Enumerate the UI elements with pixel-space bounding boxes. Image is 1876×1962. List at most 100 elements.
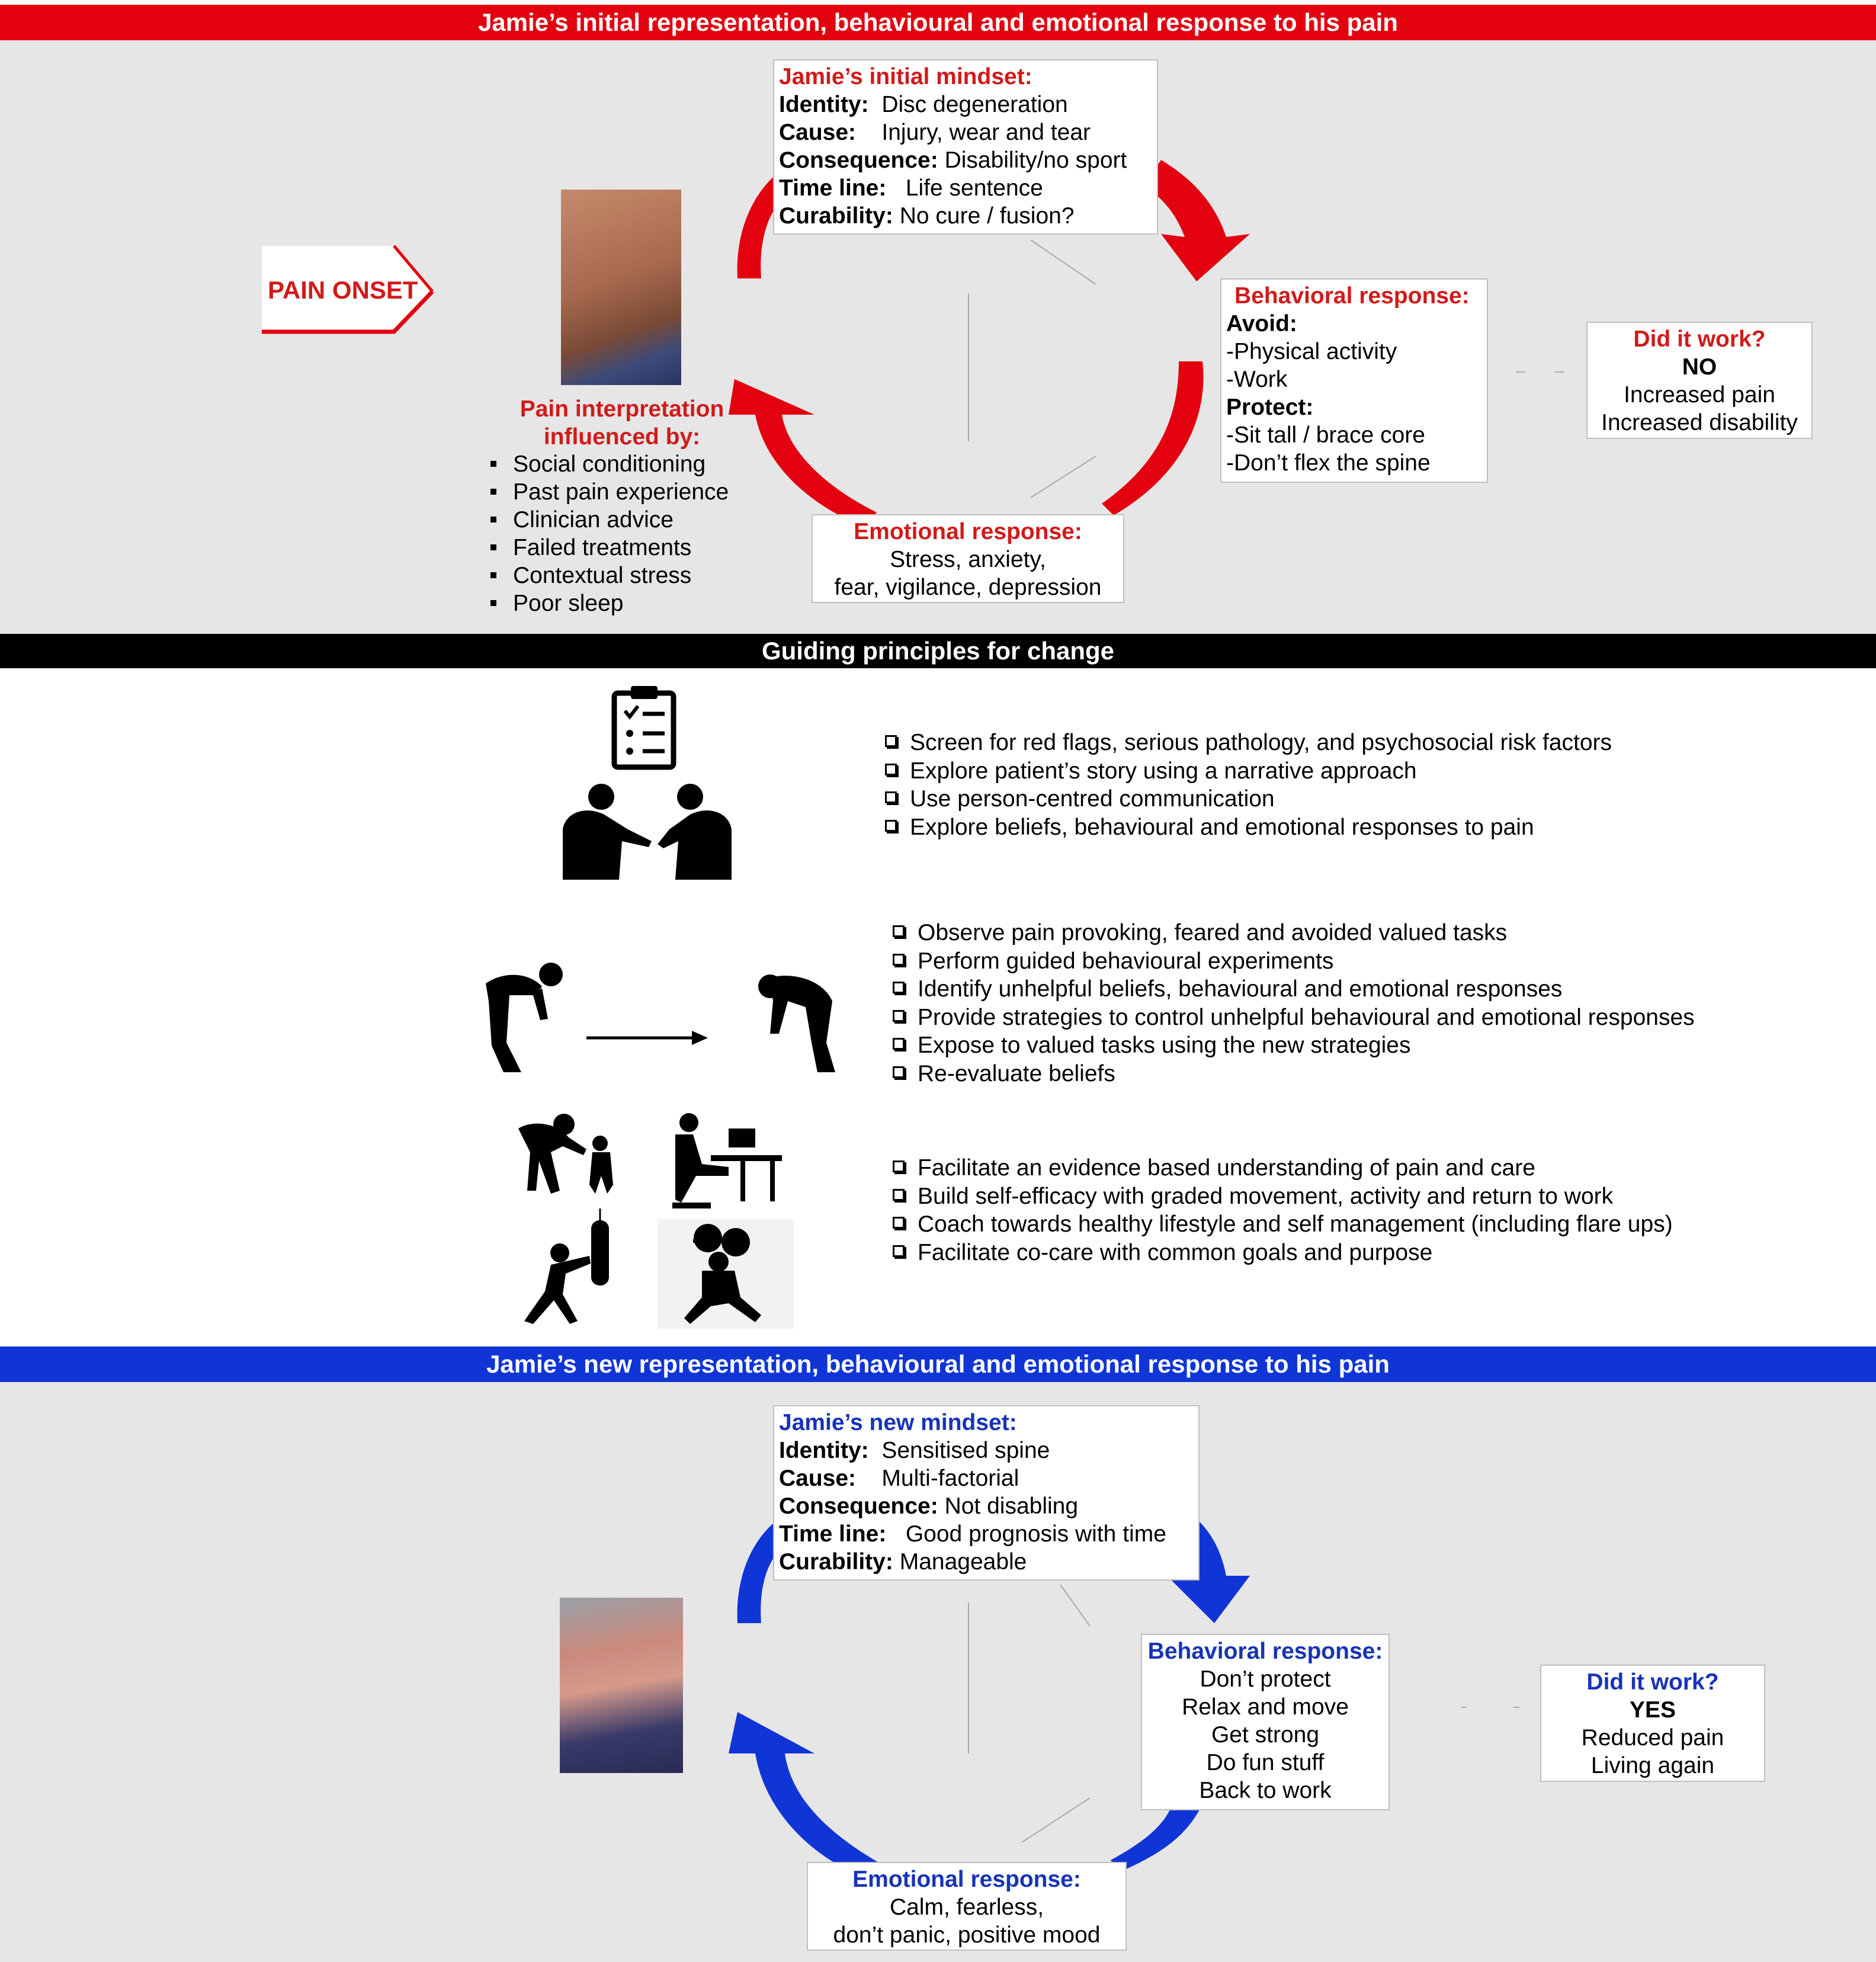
principle-item: Explore patient’s story using a narrativ…	[883, 757, 1612, 786]
avoid-item: -Work	[1226, 367, 1288, 392]
initial-header-band: Jamie’s initial representation, behaviou…	[0, 5, 1876, 40]
blue-arc-right-bottom	[1111, 1810, 1200, 1872]
did-it-work-title: Did it work?	[1633, 326, 1766, 352]
row-value: Injury, wear and tear	[881, 120, 1091, 145]
relaxed-back-photo	[560, 1598, 683, 1773]
row-value: Sensitised spine	[881, 1438, 1050, 1463]
interpretation-title: Pain interpretation influenced by:	[498, 395, 746, 451]
interpretation-item: Clinician advice	[486, 506, 729, 534]
new-mindset-box: Jamie’s new mindset: Identity: Sensitise…	[773, 1405, 1200, 1580]
lifting-child-icon	[518, 1114, 613, 1194]
emotional-line: Stress, anxiety,	[890, 547, 1046, 572]
interpretation-title-line: influenced by:	[543, 424, 701, 450]
initial-mindset-row: Consequence: Disability/no sport	[779, 146, 1152, 174]
row-key: Cause:	[779, 120, 857, 145]
row-value: Good prognosis with time	[905, 1521, 1166, 1547]
row-value: Multi-factorial	[881, 1466, 1019, 1491]
initial-mindset-row: Time line: Life sentence	[779, 174, 1152, 202]
new-behavioral-line: Back to work	[1199, 1778, 1332, 1803]
new-behavioral-line: Don’t protect	[1200, 1666, 1331, 1692]
interpretation-item: Contextual stress	[486, 562, 729, 589]
new-behavioral-title: Behavioral response:	[1147, 1639, 1383, 1664]
right-arrow-icon	[586, 1031, 708, 1045]
did-it-work-line: Living again	[1590, 1753, 1715, 1778]
new-did-it-work-box: Did it work? YES Reduced pain Living aga…	[1540, 1665, 1765, 1782]
emotional-title: Emotional response:	[852, 1867, 1081, 1892]
new-mindset-row: Consequence: Not disabling	[779, 1492, 1194, 1520]
principle-item: Use person-centred communication	[883, 785, 1612, 813]
row-value: Not disabling	[944, 1493, 1079, 1519]
principle-item: Explore beliefs, behavioural and emotion…	[883, 813, 1612, 842]
desk-work-icon	[672, 1113, 782, 1208]
initial-did-it-work-box: Did it work? NO Increased pain Increased…	[1586, 322, 1813, 439]
new-behavioral-box: Behavioral response: Don’t protect Relax…	[1141, 1634, 1390, 1810]
new-mindset-title: Jamie’s new mindset:	[779, 1410, 1017, 1435]
interpretation-item: Failed treatments	[486, 534, 729, 562]
row-key: Identity:	[779, 92, 869, 117]
did-it-work-answer: NO	[1682, 354, 1717, 380]
row-value: No cure / fusion?	[899, 203, 1075, 229]
new-mindset-row: Identity: Sensitised spine	[779, 1437, 1194, 1464]
weightlifting-icon	[658, 1219, 794, 1329]
principle-item: Build self-efficacy with graded movement…	[890, 1182, 1673, 1211]
did-it-work-title: Did it work?	[1586, 1669, 1719, 1695]
blue-arc-left-bottom	[729, 1712, 880, 1878]
pain-onset-label: PAIN ONSET	[268, 276, 418, 304]
principle-item: Facilitate an evidence based understandi…	[890, 1154, 1673, 1182]
protect-item: -Sit tall / brace core	[1226, 422, 1425, 448]
bending-relaxed-icon	[758, 974, 835, 1072]
interpretation-item: Social conditioning	[486, 450, 729, 478]
protect-item: -Don’t flex the spine	[1226, 450, 1431, 476]
initial-behavioral-box: Behavioral response: Avoid: -Physical ac…	[1220, 278, 1488, 483]
interpretation-item: Poor sleep	[486, 589, 729, 617]
did-it-work-line: Increased disability	[1601, 410, 1798, 435]
protect-label: Protect:	[1226, 395, 1314, 420]
new-mindset-row: Time line: Good prognosis with time	[779, 1520, 1194, 1548]
row-value: Manageable	[899, 1549, 1027, 1575]
interpretation-list: Social conditioning Past pain experience…	[486, 450, 729, 617]
avoid-item: -Physical activity	[1226, 339, 1397, 364]
principles-group-3: Facilitate an evidence based understandi…	[890, 1154, 1673, 1267]
back-pain-photo	[561, 190, 681, 385]
emotional-title: Emotional response:	[854, 519, 1082, 544]
initial-emotional-box: Emotional response: Stress, anxiety, fea…	[812, 514, 1124, 603]
row-value: Life sentence	[905, 175, 1043, 201]
principle-item: Facilitate co-care with common goals and…	[890, 1239, 1673, 1267]
initial-mindset-box: Jamie’s initial mindset: Identity: Disc …	[773, 59, 1158, 235]
interpretation-title-line: Pain interpretation	[519, 396, 724, 422]
interpretation-item: Past pain experience	[486, 478, 729, 506]
principle-item: Identify unhelpful beliefs, behavioural …	[890, 975, 1695, 1004]
avoid-label: Avoid:	[1226, 311, 1297, 336]
did-it-work-line: Reduced pain	[1581, 1725, 1724, 1751]
new-mindset-row: Curability: Manageable	[779, 1548, 1194, 1576]
principle-item: Provide strategies to control unhelpful …	[890, 1004, 1695, 1032]
new-behavioral-line: Get strong	[1211, 1722, 1320, 1748]
boxing-icon	[524, 1208, 609, 1324]
row-key: Curability:	[779, 1549, 893, 1575]
principle-item: Re-evaluate beliefs	[890, 1060, 1695, 1088]
row-key: Identity:	[779, 1438, 869, 1463]
did-it-work-line: Increased pain	[1624, 382, 1775, 408]
new-behavioral-line: Relax and move	[1182, 1694, 1349, 1720]
initial-mindset-row: Identity: Disc degeneration	[779, 91, 1152, 118]
principle-item: Screen for red flags, serious pathology,…	[883, 729, 1612, 757]
pain-onset-shape	[262, 246, 432, 332]
consultation-silhouette-icon	[563, 784, 732, 880]
new-behavioral-line: Do fun stuff	[1206, 1750, 1325, 1775]
row-key: Time line:	[779, 1521, 887, 1547]
principles-header-band: Guiding principles for change	[0, 634, 1876, 668]
row-key: Curability:	[779, 203, 893, 229]
initial-mindset-title: Jamie’s initial mindset:	[779, 64, 1032, 89]
initial-behavioral-title: Behavioral response:	[1234, 283, 1470, 309]
initial-mindset-row: Cause: Injury, wear and tear	[779, 118, 1152, 146]
principle-item: Coach towards healthy lifestyle and self…	[890, 1210, 1673, 1239]
clipboard-checklist-icon	[611, 686, 676, 770]
red-arc-left-bottom	[729, 379, 877, 527]
red-arc-right-bottom	[1102, 361, 1204, 515]
emotional-line: don’t panic, positive mood	[833, 1922, 1101, 1948]
principles-group-1: Screen for red flags, serious pathology,…	[883, 729, 1612, 841]
row-value: Disc degeneration	[881, 92, 1068, 117]
new-emotional-box: Emotional response: Calm, fearless, don’…	[807, 1862, 1127, 1951]
bending-forward-icon	[486, 963, 563, 1072]
